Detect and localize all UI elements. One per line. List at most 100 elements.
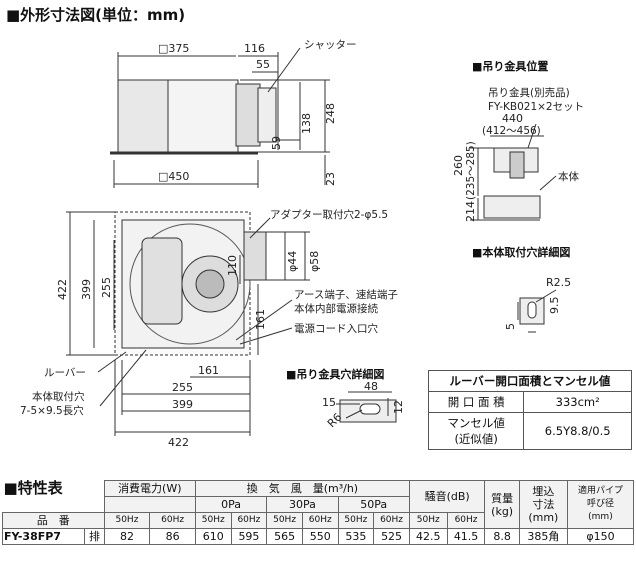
dim-161-vertical: 161	[254, 309, 267, 330]
header-embed: 埋込寸法(mm)	[518, 480, 568, 529]
bracket-label: 吊り金具(別売品)	[488, 86, 570, 99]
dim-399-vertical: 399	[80, 279, 93, 300]
table-row: FY-38FP7 排 82 86 610 595 565 550 535 525…	[1, 528, 635, 545]
dim-255-horizontal: 255	[172, 381, 193, 394]
spec-table: ■特性表 消費電力(W) 換 気 風 量(m³/h) 騒音(dB) 質量(kg)…	[1, 479, 635, 545]
dim-12: 12	[392, 400, 405, 414]
dim-15: 15	[322, 396, 336, 409]
dim-412-456: (412〜456)	[482, 125, 541, 137]
louver-label: ルーバー	[44, 367, 86, 379]
louver-circle	[129, 223, 251, 345]
header-pipe-line3: (mm)	[588, 512, 613, 522]
hz-50: 50Hz	[408, 512, 448, 529]
mount-hole-title: ■本体取付穴詳細図	[472, 246, 571, 259]
header-embed-line1: 埋込	[532, 485, 555, 498]
header-noise: 騒音(dB)	[408, 480, 486, 513]
airflow-50pa-50: 535	[337, 528, 375, 545]
power-60: 86	[149, 528, 196, 545]
dim-440: 440	[502, 112, 523, 125]
dim-138: 138	[300, 113, 313, 134]
dim-5: 5	[504, 323, 517, 330]
dim-phi58: φ58	[308, 251, 321, 272]
hz-60: 60Hz	[446, 512, 486, 529]
header-50pa: 50Pa	[337, 496, 410, 513]
dim-248: 248	[324, 103, 337, 124]
top-adapter	[243, 231, 267, 281]
outline-title: ■外形寸法図(単位：mm)	[6, 6, 186, 24]
hz-60: 60Hz	[301, 512, 339, 529]
header-0pa: 0Pa	[194, 496, 268, 513]
hz-50: 50Hz	[266, 512, 303, 529]
louver-area-label: 開 口 面 積	[427, 391, 525, 413]
header-pipe-line1: 適用パイプ	[577, 486, 623, 496]
airflow-30pa-60: 550	[301, 528, 339, 545]
embed-value: 385角	[518, 528, 568, 545]
power-50: 82	[103, 528, 151, 545]
side-adapter	[235, 83, 261, 147]
bracket-model-label: FY-KB021×2セット	[488, 101, 584, 113]
type-cell: 排	[84, 528, 105, 545]
dim-59: 59	[270, 136, 283, 150]
header-mass-line1: 質量	[491, 491, 514, 505]
header-30pa: 30Pa	[266, 496, 339, 513]
dim-116: 116	[244, 42, 265, 55]
hz-50: 50Hz	[337, 512, 375, 529]
dim-phi44: φ44	[286, 251, 299, 272]
dim-55: 55	[256, 58, 270, 71]
power-connection-label: 本体内部電源接続	[294, 302, 378, 315]
louver-table: ルーバー開口面積とマンセル値 開 口 面 積 333cm² マンセル値(近似値)…	[427, 370, 632, 450]
header-embed-line2: 寸法	[532, 498, 555, 511]
airflow-50pa-60: 525	[373, 528, 410, 545]
dim-375: □375	[158, 42, 189, 55]
header-pipe-line2: 呼び径	[586, 499, 614, 509]
dim-235-285: (235〜285)	[465, 141, 477, 200]
noise-60: 41.5	[446, 528, 486, 545]
airflow-0pa-60: 595	[230, 528, 268, 545]
header-model: 品 番	[2, 512, 105, 529]
dim-422-horizontal: 422	[168, 436, 189, 449]
cord-hole-label: 電源コード入口穴	[294, 322, 378, 335]
dim-r25: R2.5	[546, 276, 571, 289]
hz-60: 60Hz	[230, 512, 268, 529]
dim-260: 260	[452, 155, 465, 176]
adapter-hole-label: アダプター取付穴2-φ5.5	[270, 208, 388, 221]
dim-214: 214	[464, 201, 477, 222]
munsell-label-line1: マンセル値	[447, 416, 505, 430]
dim-422-vertical: 422	[56, 279, 69, 300]
header-mass: 質量(kg)	[484, 480, 520, 529]
louver-table-title: ルーバー開口面積とマンセル値	[428, 370, 632, 392]
airflow-30pa-50: 565	[266, 528, 303, 545]
body-label: 本体	[558, 170, 579, 183]
dim-23: 23	[324, 172, 337, 186]
hz-60: 60Hz	[373, 512, 410, 529]
hz-60: 60Hz	[149, 512, 196, 529]
header-power: 消費電力(W)	[103, 480, 196, 497]
dim-9-5: 9.5	[548, 297, 561, 315]
shutter-label: シャッター	[304, 39, 357, 51]
mount-hole-label: 本体取付穴	[32, 390, 85, 403]
hz-50: 50Hz	[194, 512, 232, 529]
dim-48: 48	[364, 380, 378, 393]
header-mass-line2: (kg)	[491, 504, 514, 518]
munsell-label: マンセル値 (近似値)	[427, 412, 525, 450]
dim-255-vertical: 255	[100, 277, 113, 298]
dim-450: □450	[158, 170, 189, 183]
pipe-value: φ150	[566, 528, 635, 545]
header-airflow: 換 気 風 量(m³/h)	[194, 480, 410, 497]
hanger-position-title: ■吊り金具位置	[472, 60, 549, 73]
header-pipe: 適用パイプ呼び径 (mm)	[566, 480, 635, 529]
shutter-shape	[257, 87, 277, 143]
mount-hole-size-label: 7-5×9.5長穴	[20, 404, 84, 417]
dim-110: 110	[226, 255, 239, 276]
spec-table-title: ■特性表	[3, 479, 63, 497]
outline-drawing: □375 116 55 シャッター 248 138 59 □450 23 アダプ…	[20, 39, 584, 449]
header-embed-line3: (mm)	[528, 511, 559, 524]
earth-terminal-label: アース端子、速結端子	[294, 288, 398, 301]
hz-50: 50Hz	[103, 512, 151, 529]
airflow-0pa-50: 610	[194, 528, 232, 545]
munsell-label-line2: (近似値)	[454, 432, 498, 446]
dim-399-horizontal: 399	[172, 398, 193, 411]
noise-50: 42.5	[408, 528, 448, 545]
model-number: FY-38FP7	[1, 528, 86, 545]
hanger-hole-title: ■吊り金具穴詳細図	[286, 368, 385, 381]
